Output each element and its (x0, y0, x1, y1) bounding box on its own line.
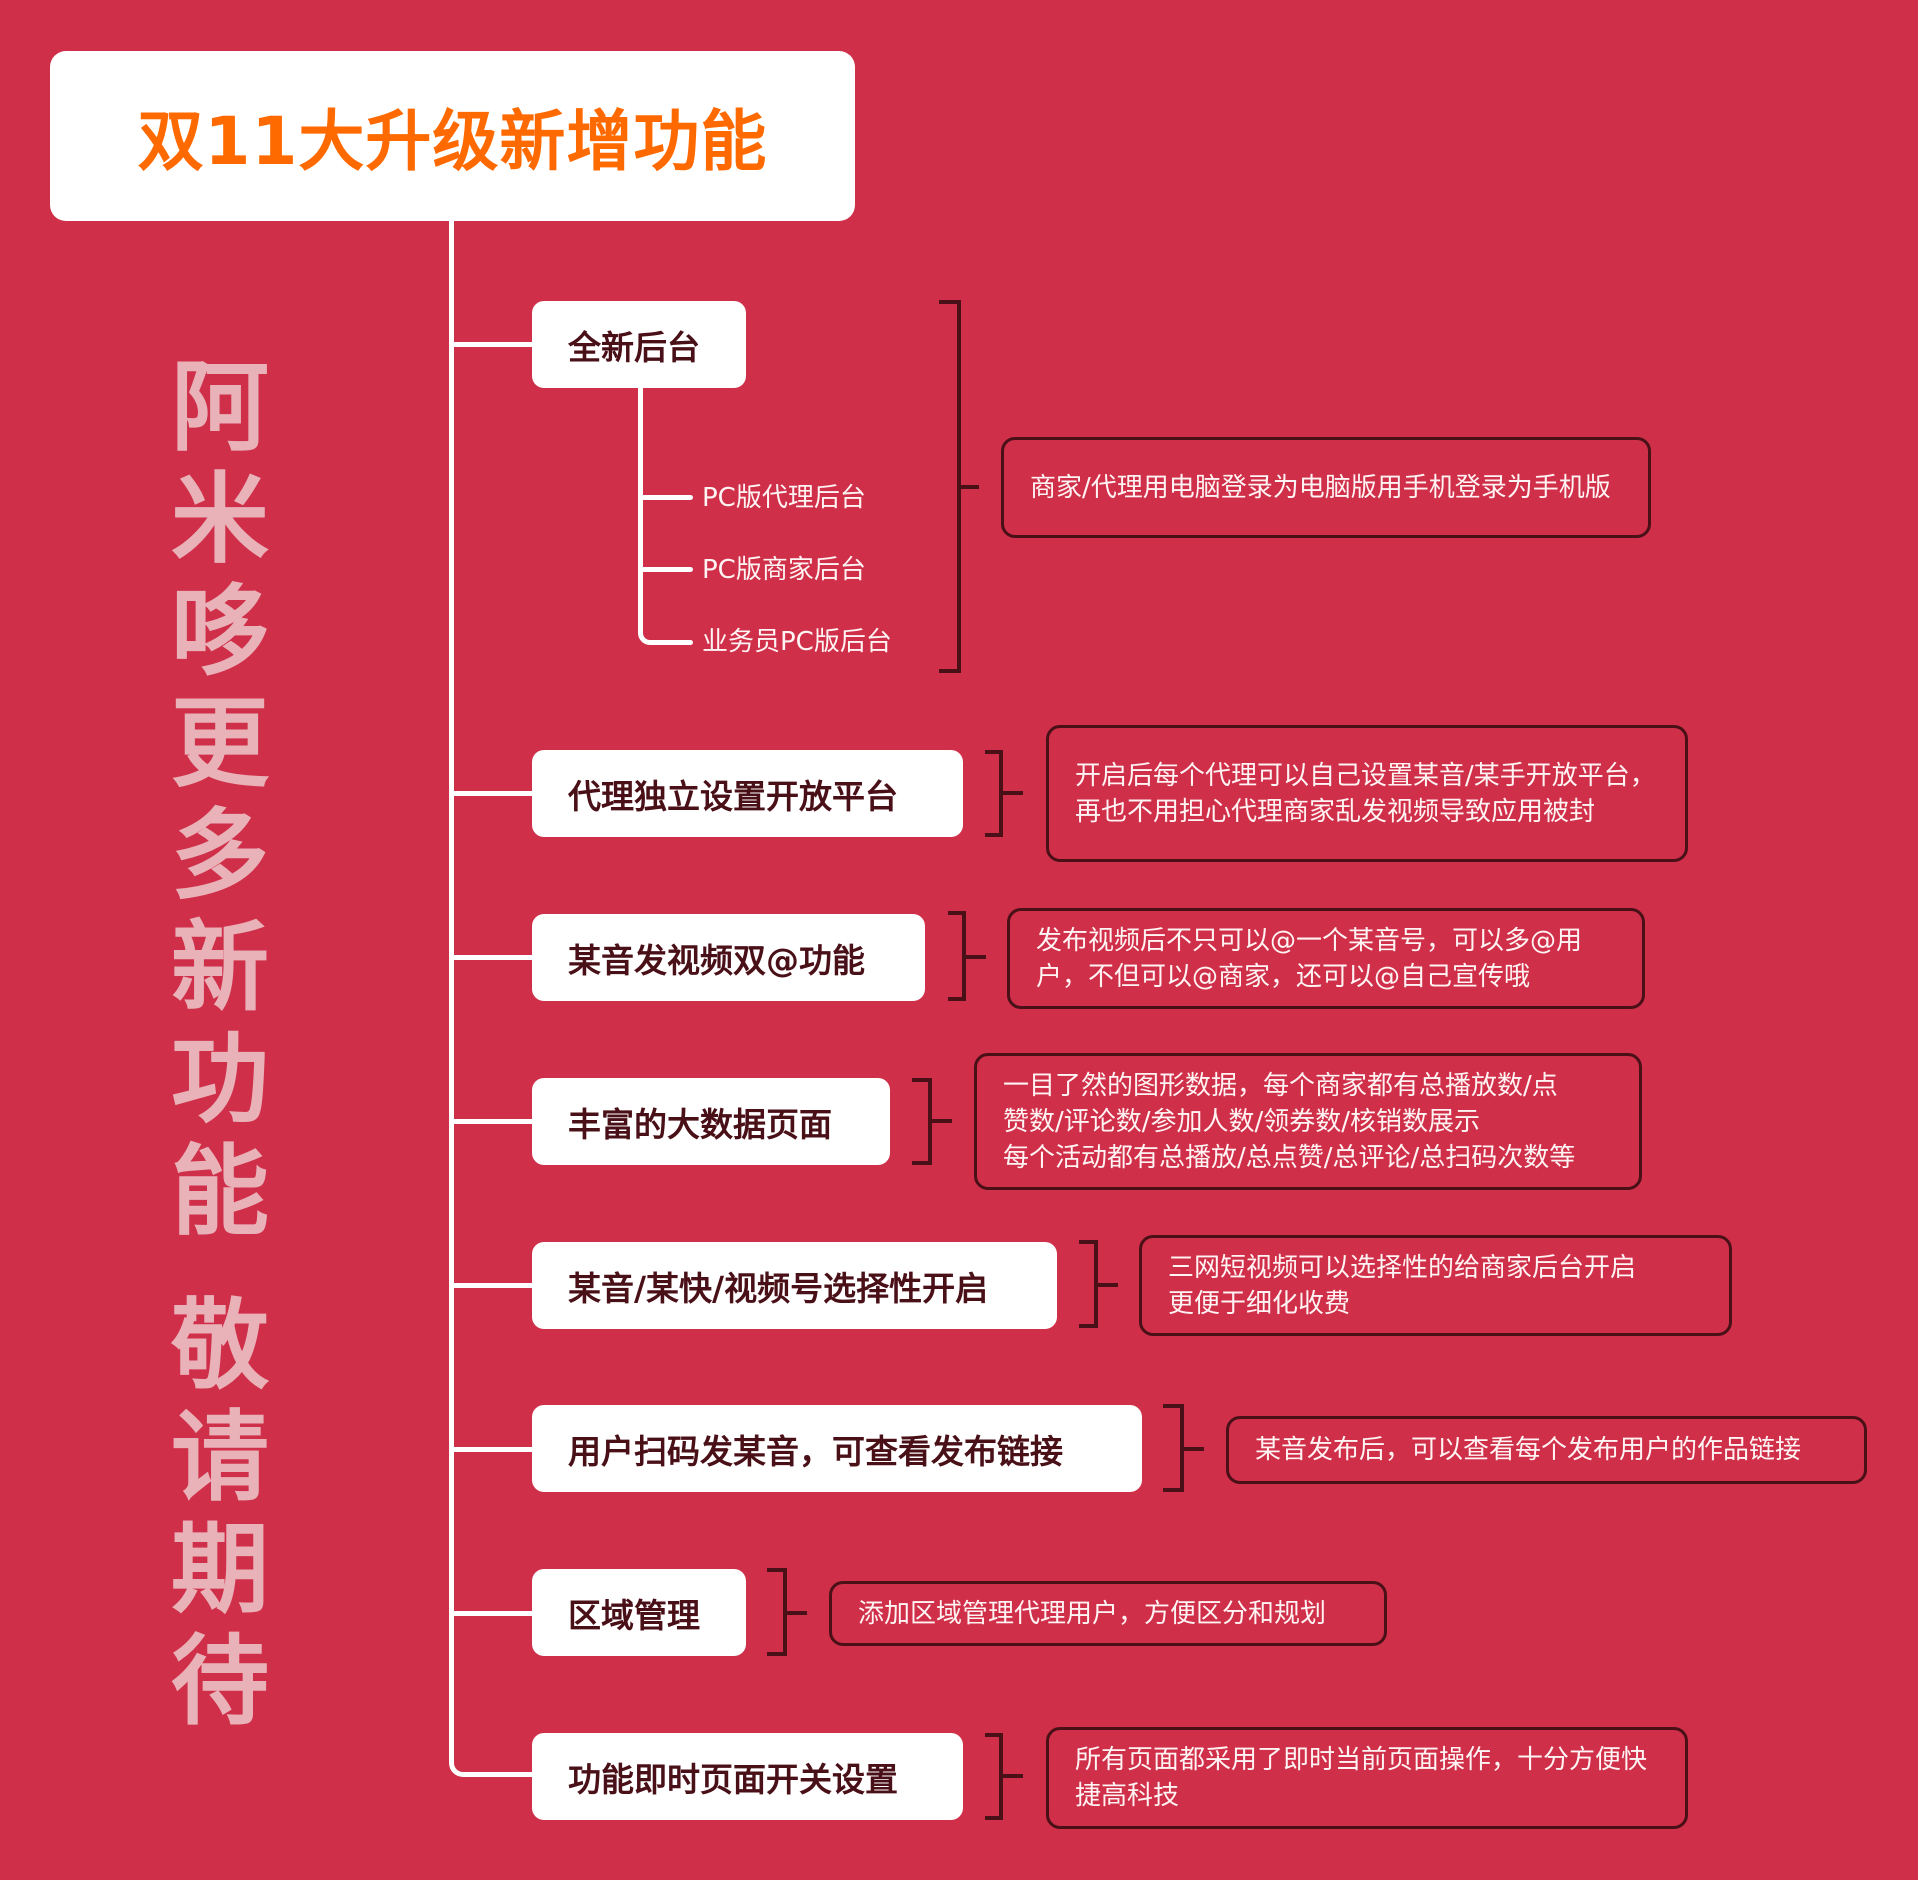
feature-label: 功能即时页面开关设置 (568, 1759, 898, 1799)
slogan-char: 哆 (170, 575, 269, 689)
feature-description: 一目了然的图形数据，每个商家都有总播放数/点 赞数/评论数/参加人数/领券数/核… (974, 1053, 1642, 1190)
slogan-char: 米 (170, 463, 269, 577)
bracket-tick (1094, 1283, 1118, 1287)
slogan-char: 期 (170, 1513, 269, 1627)
slogan-char: 更 (170, 687, 269, 801)
feature-node-scan-publish-link[interactable]: 用户扫码发某音，可查看发布链接 (532, 1405, 1142, 1492)
feature-node-region-management[interactable]: 区域管理 (532, 1569, 746, 1656)
branch-line (452, 1119, 532, 1124)
sub-item-pc-merchant-backend[interactable]: PC版商家后台 (702, 555, 866, 585)
branch-line (452, 955, 532, 960)
bracket-tick (999, 791, 1023, 795)
branch-line (452, 791, 532, 796)
description-line: 一目了然的图形数据，每个商家都有总播放数/点 (1003, 1070, 1558, 1101)
feature-node-new-backend[interactable]: 全新后台 (532, 301, 746, 388)
feature-label: 代理独立设置开放平台 (568, 776, 898, 816)
feature-node-agent-open-platform[interactable]: 代理独立设置开放平台 (532, 750, 963, 837)
description-line: 每个活动都有总播放/总点赞/总评论/总扫码次数等 (1003, 1142, 1576, 1173)
sub-branch-line (641, 495, 693, 500)
slogan-char: 多 (170, 799, 269, 913)
slogan-char: 请 (170, 1401, 269, 1515)
feature-description: 所有页面都采用了即时当前页面操作，十分方便快捷高科技 (1046, 1727, 1688, 1829)
feature-node-instant-page-switch[interactable]: 功能即时页面开关设置 (532, 1733, 963, 1820)
feature-description: 开启后每个代理可以自己设置某音/某手开放平台，再也不用担心代理商家乱发视频导致应… (1046, 725, 1688, 862)
bracket-tick (999, 1774, 1023, 1778)
bracket-tick (957, 485, 979, 489)
bracket-tick (783, 1611, 807, 1615)
description-line: 更便于细化收费 (1168, 1288, 1351, 1319)
feature-label: 全新后台 (568, 327, 700, 367)
slogan-char: 能 (170, 1135, 269, 1249)
title-box: 双11大升级新增功能 (50, 51, 855, 221)
sub-item-pc-salesman-backend[interactable]: 业务员PC版后台 (702, 627, 892, 657)
branch-line (452, 342, 532, 347)
feature-label: 用户扫码发某音，可查看发布链接 (568, 1431, 1063, 1471)
sub-trunk-line (638, 388, 643, 628)
feature-label: 某音发视频双@功能 (568, 940, 865, 980)
description-line: 赞数/评论数/参加人数/领券数/核销数展示 (1003, 1106, 1481, 1137)
sub-branch-line (665, 640, 693, 645)
slogan-char: 敬 (170, 1289, 269, 1403)
feature-node-platform-toggle[interactable]: 某音/某快/视频号选择性开启 (532, 1242, 1057, 1329)
branch-line (452, 1283, 532, 1288)
feature-description: 添加区域管理代理用户，方便区分和规划 (829, 1581, 1387, 1646)
slogan-char: 阿 (170, 351, 269, 465)
trunk-line (449, 221, 454, 1756)
slogan-char: 功 (170, 1023, 269, 1137)
bracket-tick (928, 1119, 952, 1123)
feature-description: 三网短视频可以选择性的给商家后台开启 更便于细化收费 (1139, 1235, 1732, 1336)
slogan-vertical-text: 阿 米 哆 更 多 新 功 能 (165, 352, 275, 1248)
slogan-char: 新 (170, 911, 269, 1025)
branch-line (475, 1772, 532, 1777)
page-title: 双11大升级新增功能 (137, 103, 768, 180)
branch-line (452, 1611, 532, 1616)
description-line: 三网短视频可以选择性的给商家后台开启 (1168, 1252, 1637, 1283)
feature-label: 丰富的大数据页面 (568, 1104, 832, 1144)
feature-label: 区域管理 (568, 1595, 700, 1635)
feature-label: 某音/某快/视频号选择性开启 (568, 1268, 989, 1308)
trunk-end-corner (449, 1750, 479, 1777)
feature-description: 某音发布后，可以查看每个发布用户的作品链接 (1226, 1416, 1867, 1484)
bracket-tick (962, 955, 986, 959)
feature-node-big-data[interactable]: 丰富的大数据页面 (532, 1078, 890, 1165)
bracket-tick (1180, 1447, 1204, 1451)
feature-node-double-at[interactable]: 某音发视频双@功能 (532, 914, 925, 1001)
sub-item-pc-agent-backend[interactable]: PC版代理后台 (702, 483, 866, 513)
sub-branch-corner (638, 620, 668, 645)
slogan-char: 待 (170, 1625, 269, 1739)
slogan-stay-tuned: 敬 请 期 待 (165, 1290, 275, 1738)
branch-line (452, 1447, 532, 1452)
sub-branch-line (641, 567, 693, 572)
feature-description: 商家/代理用电脑登录为电脑版用手机登录为手机版 (1001, 437, 1651, 538)
feature-description: 发布视频后不只可以@一个某音号，可以多@用户，不但可以@商家，还可以@自己宣传哦 (1007, 908, 1645, 1009)
